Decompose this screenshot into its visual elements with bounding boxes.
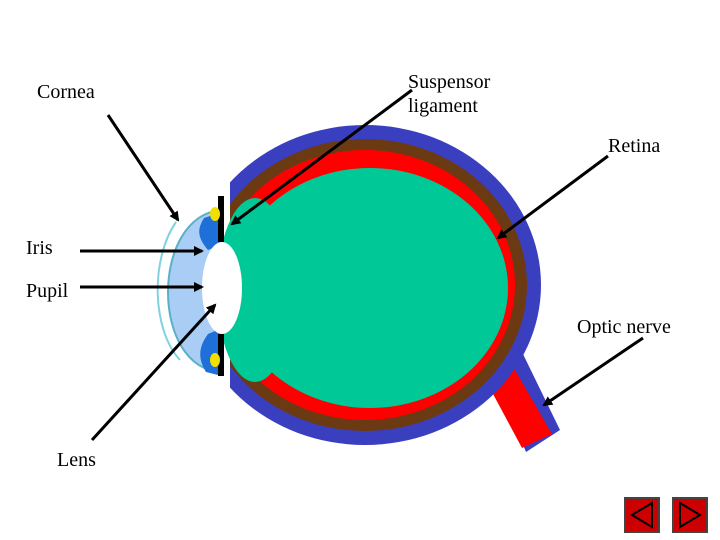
cornea-arrow [106, 114, 180, 222]
optic-nerve-arrow [542, 336, 644, 407]
ciliary-body-top [218, 196, 224, 242]
iris [199, 212, 222, 250]
suspensor-ligament-label: Suspensor ligament [408, 70, 490, 118]
vitreous-humour [232, 168, 508, 408]
iris-label: Iris [26, 237, 53, 259]
suspensory-ligament-bottom [210, 353, 220, 367]
ciliary-body-bottom [218, 334, 224, 376]
pupil-label: Pupil [26, 280, 69, 302]
lens-arrow [90, 303, 217, 442]
cornea-label: Cornea [37, 81, 95, 103]
suspensor-label-line1: Suspensor [408, 71, 491, 93]
suspensor-arrow [230, 88, 413, 226]
previous-slide-button[interactable] [624, 497, 660, 533]
suspensory-ligament-top [210, 207, 220, 221]
triangle-right-icon [672, 497, 708, 533]
triangle-left-icon [624, 497, 660, 533]
lens-label: Lens [57, 449, 96, 471]
suspensor-label-line2: ligament [408, 95, 478, 117]
lens [202, 242, 242, 334]
optic-nerve-label: Optic nerve [577, 316, 671, 338]
next-slide-button[interactable] [672, 497, 708, 533]
retina-label: Retina [608, 135, 661, 157]
retina-arrow [496, 154, 609, 240]
